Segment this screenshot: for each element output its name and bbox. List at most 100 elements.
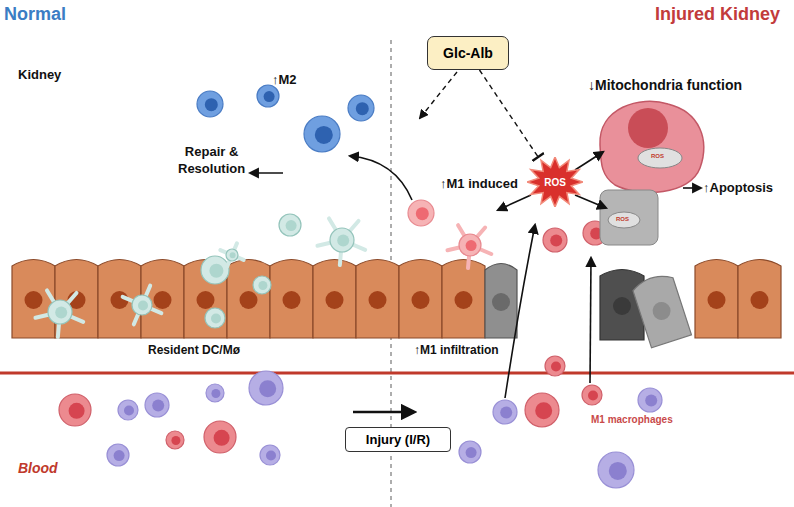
m2-macrophage	[197, 91, 223, 117]
cell-nucleus	[214, 430, 230, 446]
epithelial-cell	[12, 260, 55, 339]
monocyte	[107, 444, 129, 466]
node-text: Injury (I/R)	[366, 432, 430, 447]
epithelial-cell	[270, 260, 313, 339]
flow-arrow	[683, 187, 701, 189]
cell-nucleus	[466, 447, 477, 458]
cell-nucleus	[240, 291, 258, 309]
cell-nucleus	[628, 108, 668, 148]
m2-macrophage	[257, 85, 279, 107]
flow-arrow	[498, 195, 531, 210]
cell-nucleus	[326, 291, 344, 309]
cell-nucleus	[466, 240, 477, 251]
flow-arrow	[590, 258, 591, 383]
blood-vessel-wall	[0, 372, 794, 375]
cell-nucleus	[124, 406, 134, 416]
cell-nucleus	[264, 91, 275, 102]
cell-nucleus	[114, 450, 125, 461]
cell-nucleus	[211, 389, 220, 398]
state-label: ↓Mitochondria function	[588, 77, 742, 93]
state-label: ↑M1 induced	[440, 176, 518, 191]
resident-macrophage	[48, 300, 72, 324]
epithelial-cell	[313, 260, 356, 339]
monocyte	[118, 400, 138, 420]
flow-arrow	[575, 152, 603, 170]
cell-nucleus	[416, 207, 429, 220]
cell-nucleus	[650, 300, 673, 323]
flow-arrow	[350, 156, 412, 200]
resident-macrophage	[132, 295, 152, 315]
apoptotic-cell	[600, 190, 658, 245]
cell-nucleus	[209, 264, 223, 278]
region-label: Blood	[18, 460, 58, 476]
cell-nucleus	[708, 291, 726, 309]
cell-nucleus	[69, 403, 85, 419]
cell-nucleus	[211, 314, 221, 324]
resident-macrophage	[226, 249, 238, 261]
cell-nucleus	[205, 98, 218, 111]
m1-macrophage	[545, 356, 565, 376]
cell-label: M1 macrophages	[591, 414, 673, 425]
monocyte	[260, 445, 280, 465]
ros-mark: ROS	[616, 216, 629, 222]
cell-nucleus	[412, 291, 430, 309]
m1-macrophage	[525, 393, 559, 427]
state-label: ↑M1 infiltration	[414, 343, 499, 357]
node-text: Glc-Alb	[443, 45, 493, 61]
cell-nucleus	[55, 307, 67, 319]
star-shape	[527, 157, 583, 207]
monocyte	[598, 452, 634, 488]
epithelial-cell	[442, 260, 485, 339]
m1-macrophage	[59, 394, 91, 426]
cell-nucleus	[550, 235, 562, 247]
state-label: ↑M2	[272, 72, 297, 87]
region-label: Kidney	[18, 67, 61, 82]
cell-nucleus	[286, 220, 297, 231]
resident-macrophage	[279, 214, 301, 236]
cell-nucleus	[455, 291, 473, 309]
outcome-label: Repair & Resolution	[178, 143, 245, 177]
cell-nucleus	[315, 126, 333, 144]
flow-arrow	[505, 225, 535, 398]
resident-macrophage	[253, 276, 271, 294]
cell-nucleus	[283, 291, 301, 309]
drug-box: Glc-Alb	[427, 36, 509, 70]
cell-nucleus	[259, 380, 276, 397]
mitochondrion	[638, 148, 682, 168]
epithelial-cell	[399, 260, 442, 339]
cell-nucleus	[197, 291, 215, 309]
resident-macrophage	[330, 228, 354, 252]
cell-nucleus	[258, 281, 267, 290]
cell-nucleus	[171, 436, 180, 445]
cell-nucleus	[609, 462, 627, 480]
cell-nucleus	[356, 102, 369, 115]
flow-arrow	[575, 195, 606, 208]
epithelial-cell	[55, 260, 98, 339]
epithelial-cell	[356, 260, 399, 339]
node-text: ROS	[544, 177, 566, 188]
cell-nucleus	[369, 291, 387, 309]
panel-heading: Injured Kidney	[655, 4, 780, 25]
resident-macrophage	[205, 308, 225, 328]
cell-nucleus	[154, 291, 172, 309]
cell-nucleus	[230, 252, 236, 258]
cell-nucleus	[337, 235, 349, 247]
epithelial-cell	[227, 260, 270, 339]
monocyte	[459, 441, 481, 463]
monocyte	[638, 388, 662, 412]
monocyte	[493, 400, 517, 424]
ros-mark: ROS	[651, 153, 664, 159]
cell-nucleus	[588, 391, 598, 401]
m1-macrophage	[166, 431, 184, 449]
cell-nucleus	[535, 402, 552, 419]
monocyte	[206, 384, 224, 402]
m2-macrophage	[348, 95, 374, 121]
epithelial-cell	[738, 260, 781, 339]
panel-heading: Normal	[4, 4, 66, 25]
epithelial-cell	[485, 264, 517, 339]
m1-macrophage	[582, 385, 602, 405]
epithelial-cell	[695, 260, 738, 339]
resident-macrophage	[201, 256, 229, 284]
flow-arrow	[250, 172, 283, 174]
